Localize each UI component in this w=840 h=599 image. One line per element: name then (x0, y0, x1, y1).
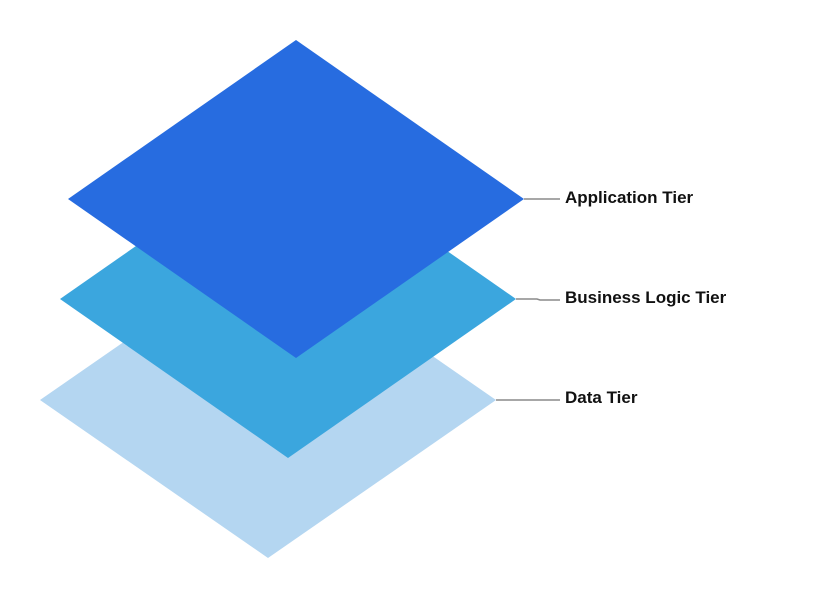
data-tier-label: Data Tier (565, 388, 638, 407)
tier-labels: Application Tier Business Logic Tier Dat… (565, 188, 727, 407)
connectors (496, 198, 560, 401)
business-logic-tier-label: Business Logic Tier (565, 288, 727, 307)
application-tier-layer (68, 40, 524, 358)
application-tier-label: Application Tier (565, 188, 694, 207)
application-tier-plane (68, 40, 524, 358)
business-logic-tier-connector (516, 298, 560, 301)
